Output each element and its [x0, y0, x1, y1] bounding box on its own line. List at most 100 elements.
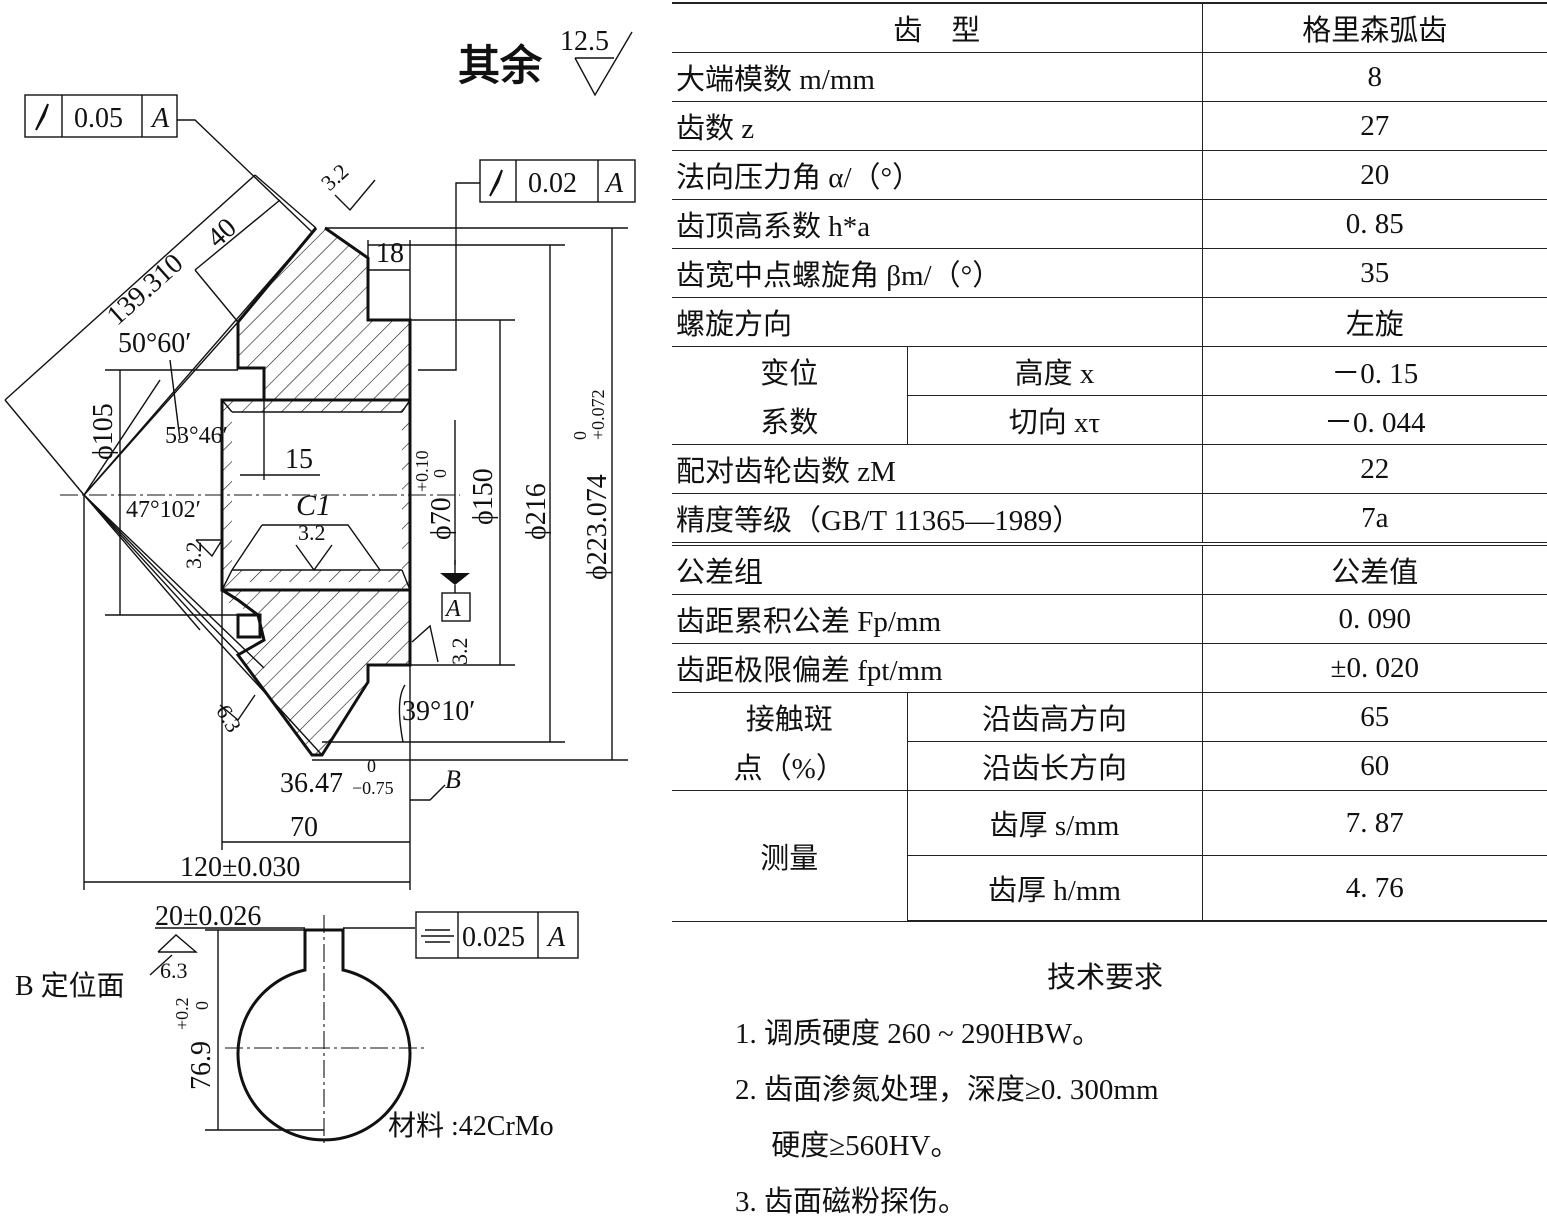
tolerance-header-row: 公差组 公差值	[672, 542, 1547, 595]
d223-upper: 0	[570, 431, 590, 440]
table-row: 齿距累积公差 Fp/mm 0. 090	[672, 594, 1547, 644]
d105-label: ϕ105	[88, 403, 119, 460]
table-row-value: 7. 87	[1202, 790, 1547, 856]
runout-frame-2: 0.02 A	[418, 159, 636, 371]
table-row: 齿宽中点螺旋角 βm/（°） 35	[672, 248, 1547, 298]
d70-upper: +0.10	[412, 450, 432, 492]
table-row-label: 沿齿长方向	[907, 741, 1203, 791]
table-row-value: 8	[1202, 52, 1547, 102]
remainder-value: 12.5	[560, 26, 609, 57]
key-depth-lower: 0	[192, 1001, 212, 1010]
len-120-label: 120±0.030	[180, 852, 300, 883]
table-row: 齿厚 h/mm 4. 76	[672, 855, 1547, 922]
roughness-mark: 6.3	[211, 700, 246, 736]
remainder-roughness-symbol: 其余 12.5	[458, 26, 633, 97]
table-row-value: ±0. 020	[1202, 643, 1547, 693]
table-row: 齿数 z 27	[672, 101, 1547, 151]
runout-2-datum: A	[604, 168, 624, 199]
symmetry-icon	[421, 929, 454, 943]
d223-label: ϕ223.074	[582, 474, 613, 580]
table-row: 齿顶高系数 h*a 0. 85	[672, 199, 1547, 249]
table-row: 齿距极限偏差 fpt/mm ±0. 020	[672, 643, 1547, 693]
table-header-value: 格里森弧齿	[1202, 2, 1547, 53]
table-header-type: 齿 型	[672, 2, 1203, 53]
gear-parameter-table: 齿 型 格里森弧齿 大端模数 m/mm 8 齿数 z 27 法向压力角 α/（°…	[672, 2, 1547, 922]
d70-label: ϕ70	[426, 497, 457, 540]
runout-frame-1: 0.05 A	[24, 94, 313, 233]
symmetry-value: 0.025	[462, 922, 525, 953]
roughness-mark: 3.2	[316, 158, 353, 195]
table-row-label: 大端模数 m/mm	[672, 52, 1203, 102]
gear-drawing: 其余 12.5 0.05 A 0.02 A	[4, 26, 636, 1145]
table-row-label: 高度 x	[907, 346, 1203, 396]
d216-label: ϕ216	[521, 483, 552, 540]
table-row-value: 7a	[1202, 493, 1547, 545]
angle-4-label: 39°10′	[402, 696, 475, 727]
table-row-value: 20	[1202, 150, 1547, 200]
cone-distance-label: 139.310	[101, 248, 189, 332]
table-row-label: 齿距累积公差 Fp/mm	[672, 594, 1203, 644]
tolerance-header-group: 公差组	[672, 542, 1203, 595]
table-row-value: 0. 85	[1202, 199, 1547, 249]
tech-title: 技术要求	[1046, 962, 1163, 994]
hub-step-label: 18	[376, 238, 404, 269]
table-row: 螺旋方向 左旋	[672, 297, 1547, 347]
table-row: 精度等级（GB/T 11365—1989） 7a	[672, 493, 1547, 545]
locating-face-label: B 定位面	[15, 970, 125, 1002]
table-row-label: 法向压力角 α/（°）	[672, 150, 1203, 200]
gear-section	[220, 226, 412, 757]
symmetry-datum: A	[546, 922, 566, 953]
contact-group-top: 接触斑	[672, 692, 908, 742]
table-row-value: 4. 76	[1202, 855, 1547, 922]
len-70-label: 70	[290, 812, 318, 843]
crown-label: 36.47	[280, 768, 343, 799]
tech-item: 3. 齿面磁粉探伤。	[735, 1186, 968, 1218]
runout-1-value: 0.05	[74, 103, 123, 134]
angle-dimensions: 50°60′ 53°46′ 47°102′ 39°10′ 18 15 C1	[118, 238, 475, 743]
table-row-value: 65	[1202, 692, 1547, 742]
table-row: 点（%） 沿齿长方向 60	[672, 741, 1547, 791]
d150-label: ϕ150	[468, 468, 499, 525]
contact-group-bottom: 点（%）	[672, 741, 908, 791]
table-row-label: 齿厚 s/mm	[907, 790, 1203, 856]
remainder-label: 其余	[458, 42, 543, 90]
shift-group-top: 变位	[672, 346, 908, 396]
diameter-dimensions: ϕ105 ϕ70 +0.10 0 ϕ150 ϕ216 ϕ223.074 0 +0…	[88, 227, 628, 761]
d70-lower: 0	[430, 469, 450, 478]
shift-group-bottom: 系数	[672, 395, 908, 445]
table-row-label: 齿顶高系数 h*a	[672, 199, 1203, 249]
angle-2-label: 53°46′	[165, 423, 228, 449]
roughness-mark: 3.2	[447, 638, 472, 666]
runout-2-value: 0.02	[528, 168, 577, 199]
table-row-value: 22	[1202, 444, 1547, 494]
table-row-value: 60	[1202, 741, 1547, 791]
crown-upper: 0	[367, 756, 376, 776]
roughness-mark: 3.2	[298, 520, 326, 545]
table-row: 接触斑 沿齿高方向 65	[672, 692, 1547, 742]
chamfer-label: C1	[296, 489, 331, 522]
table-row-label: 齿数 z	[672, 101, 1203, 151]
material-label: 材料 :42CrMo	[388, 1110, 554, 1142]
datum-a: A	[440, 560, 471, 622]
table-row-label: 配对齿轮齿数 zM	[672, 444, 1203, 494]
runout-arrow-icon	[489, 169, 503, 197]
table-row-value: 35	[1202, 248, 1547, 298]
tech-item: 2. 齿面渗氮处理，深度≥0. 300mm	[735, 1074, 1159, 1106]
table-row-label: 切向 xτ	[907, 395, 1203, 445]
table-row-label: 齿厚 h/mm	[907, 855, 1203, 922]
table-row: 测量 齿厚 s/mm 7. 87	[672, 790, 1547, 922]
table-row-value: －0. 15	[1202, 346, 1547, 396]
crown-lower: −0.75	[352, 778, 394, 798]
angle-3-label: 47°102′	[126, 497, 201, 523]
table-row-value: 27	[1202, 101, 1547, 151]
table-row: 大端模数 m/mm 8	[672, 52, 1547, 102]
keyway-section: 20±0.026 0.025 A 6.3 76.9 +0.2 0 B 定位面 材…	[15, 901, 579, 1145]
table-row-label: 精度等级（GB/T 11365—1989）	[672, 493, 1203, 545]
bore-dim-label: 15	[285, 444, 313, 475]
datum-a-label: A	[444, 596, 461, 622]
table-row: 配对齿轮齿数 zM 22	[672, 444, 1547, 494]
key-width-label: 20±0.026	[155, 901, 261, 932]
key-depth-label: 76.9	[186, 1041, 217, 1090]
technical-requirements: 技术要求 1. 调质硬度 260 ~ 290HBW。 2. 齿面渗氮处理，深度≥…	[735, 950, 1525, 1230]
table-row-label: 齿距极限偏差 fpt/mm	[672, 643, 1203, 693]
